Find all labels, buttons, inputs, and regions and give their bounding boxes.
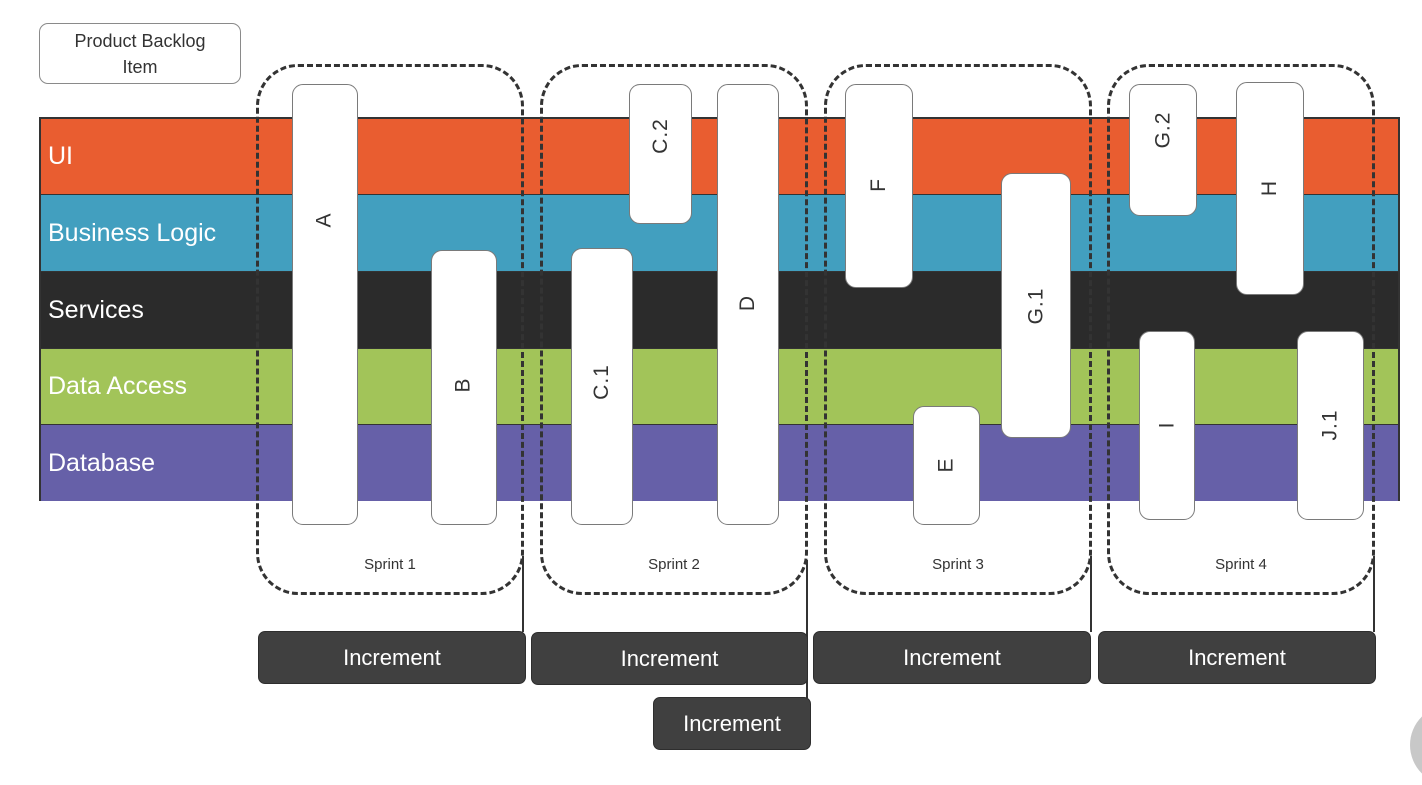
legend-product-backlog-item: Product Backlog Item bbox=[39, 23, 241, 84]
sprint-1-label: Sprint 1 bbox=[364, 556, 416, 573]
increment-label: Increment bbox=[343, 644, 441, 670]
sprint-4-boundary bbox=[1107, 64, 1375, 595]
pbi-i-label: I bbox=[1155, 421, 1178, 428]
pbi-g1-label: G.1 bbox=[1023, 287, 1047, 324]
increment-sprint-1: Increment bbox=[258, 631, 526, 684]
pbi-d-label: D bbox=[735, 294, 759, 311]
layer-label-database: Database bbox=[48, 448, 156, 477]
pbi-c1-label: C.1 bbox=[590, 363, 613, 400]
layer-label-services: Services bbox=[48, 295, 144, 324]
pbi-f: F bbox=[845, 84, 913, 288]
pbi-g1: G.1 bbox=[1001, 173, 1071, 438]
increment-label: Increment bbox=[620, 645, 719, 671]
sprint-4-connector bbox=[1373, 556, 1375, 632]
pbi-e-label: E bbox=[934, 456, 958, 473]
pbi-j1: J.1 bbox=[1297, 331, 1364, 520]
increment-label: Increment bbox=[683, 710, 781, 736]
pbi-h: H bbox=[1236, 82, 1304, 295]
sprint-2-connector bbox=[806, 560, 808, 698]
sprint-3-connector bbox=[1090, 556, 1092, 632]
pbi-j1-label: J.1 bbox=[1318, 408, 1342, 441]
sprint-4-label: Sprint 4 bbox=[1215, 556, 1267, 573]
sprint-2-boundary bbox=[540, 64, 808, 595]
increment-sprint-2: Increment bbox=[531, 632, 808, 685]
increment-label: Increment bbox=[903, 644, 1001, 670]
pbi-c2: C.2 bbox=[629, 84, 692, 224]
pbi-g2-label: G.2 bbox=[1150, 111, 1174, 149]
pbi-e: E bbox=[913, 406, 980, 525]
pbi-b-label: B bbox=[451, 376, 475, 393]
sprint-3-boundary bbox=[824, 64, 1092, 595]
pbi-i: I bbox=[1139, 331, 1195, 520]
layer-label-ui: UI bbox=[48, 142, 73, 170]
sprint-1-connector bbox=[522, 556, 524, 632]
layer-label-business-logic: Business Logic bbox=[48, 218, 217, 247]
pbi-b: B bbox=[431, 250, 497, 525]
pbi-a: A bbox=[292, 84, 358, 525]
pbi-h-label: H bbox=[1257, 179, 1281, 196]
increment-label: Increment bbox=[1188, 644, 1286, 670]
sprint-2-label: Sprint 2 bbox=[648, 556, 700, 573]
pbi-c1: C.1 bbox=[571, 248, 633, 525]
legend-label: Product Backlog Item bbox=[74, 30, 206, 77]
layer-label-data-access: Data Access bbox=[48, 372, 187, 400]
pbi-c2-label: C.2 bbox=[648, 118, 672, 154]
increment-sprint-3: Increment bbox=[813, 631, 1091, 684]
sprint-1-boundary bbox=[256, 64, 524, 595]
pbi-a-label: A bbox=[312, 211, 336, 228]
increment-sprint-4: Increment bbox=[1098, 631, 1376, 684]
pbi-g2: G.2 bbox=[1129, 84, 1197, 216]
pbi-d: D bbox=[717, 84, 779, 525]
sprint-3-label: Sprint 3 bbox=[932, 556, 984, 573]
pbi-f-label: F bbox=[866, 178, 890, 192]
overlay-circle-button[interactable] bbox=[1410, 705, 1422, 785]
increment-extra-release: Increment bbox=[653, 697, 811, 750]
